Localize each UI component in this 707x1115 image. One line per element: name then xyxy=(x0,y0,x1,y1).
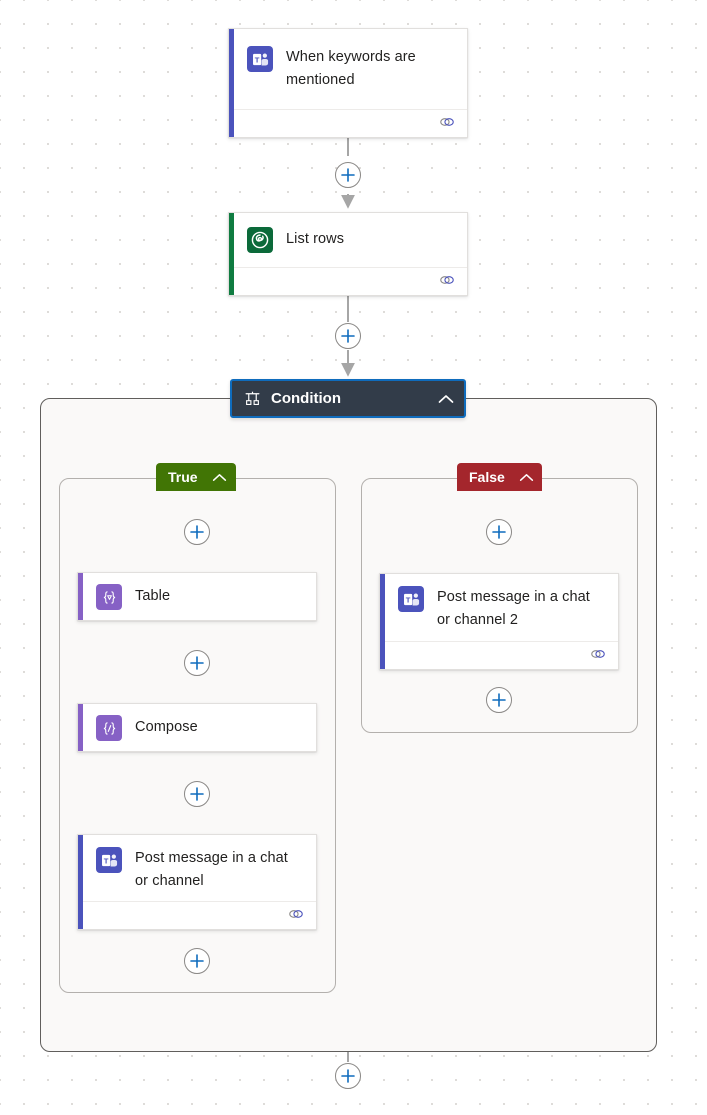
action-card-table[interactable]: Table xyxy=(77,572,317,621)
teams-icon: T xyxy=(247,46,273,72)
true-branch-label: True xyxy=(168,469,198,485)
card-title: Table xyxy=(135,588,171,605)
add-step-after-list-rows[interactable] xyxy=(335,323,361,349)
add-step-true-before-compose[interactable] xyxy=(184,650,210,676)
card-accent-bar xyxy=(78,835,83,929)
card-title: Post message in a chat or channel 2 xyxy=(437,589,590,629)
add-step-false-before-post-message-2[interactable] xyxy=(486,519,512,545)
action-card-post-message-in-a-chat-or-channel-2[interactable]: T Post message in a chat or channel 2 xyxy=(379,573,619,670)
link-icon[interactable] xyxy=(439,273,455,292)
card-footer xyxy=(78,901,316,929)
teams-icon: T xyxy=(96,847,122,873)
condition-node[interactable]: Condition xyxy=(230,379,466,418)
card-header: Compose xyxy=(78,704,316,751)
add-step-false-end[interactable] xyxy=(486,687,512,713)
add-step-true-end[interactable] xyxy=(184,948,210,974)
svg-text:T: T xyxy=(405,595,410,604)
add-step-true-before-table[interactable] xyxy=(184,519,210,545)
action-card-post-message-in-a-chat-or-channel[interactable]: T Post message in a chat or channel xyxy=(77,834,317,930)
card-header: T When keywords are mentioned xyxy=(229,29,467,109)
card-footer xyxy=(380,641,618,669)
true-branch-pill[interactable]: True xyxy=(156,463,236,491)
card-accent-bar xyxy=(229,29,234,137)
add-step-after-condition[interactable] xyxy=(335,1063,361,1089)
card-footer xyxy=(229,267,467,295)
chevron-up-icon[interactable] xyxy=(212,473,227,482)
card-title: Compose xyxy=(135,719,198,736)
card-accent-bar xyxy=(78,704,83,751)
add-step-after-trigger[interactable] xyxy=(335,162,361,188)
card-accent-bar xyxy=(380,574,385,669)
chevron-up-icon[interactable] xyxy=(519,473,534,482)
false-branch-label: False xyxy=(469,469,505,485)
card-header: T Post message in a chat or channel 2 xyxy=(380,574,618,641)
dataverse-icon xyxy=(247,227,273,253)
link-icon[interactable] xyxy=(590,647,606,666)
card-title: When keywords are mentioned xyxy=(286,49,416,89)
card-accent-bar xyxy=(78,573,83,620)
card-footer xyxy=(229,109,467,137)
card-header: List rows xyxy=(229,213,467,267)
card-accent-bar xyxy=(229,213,234,295)
teams-icon: T xyxy=(398,586,424,612)
data-operation-icon xyxy=(96,715,122,741)
chevron-up-icon[interactable] xyxy=(438,394,454,404)
data-operation-icon xyxy=(96,584,122,610)
card-title: Post message in a chat or channel xyxy=(135,850,288,890)
link-icon[interactable] xyxy=(288,907,304,926)
action-card-list-rows[interactable]: List rows xyxy=(228,212,468,296)
condition-title: Condition xyxy=(271,390,341,407)
svg-text:T: T xyxy=(103,856,108,865)
card-header: Table xyxy=(78,573,316,620)
action-card-compose[interactable]: Compose xyxy=(77,703,317,752)
false-branch-pill[interactable]: False xyxy=(457,463,542,491)
condition-icon xyxy=(244,390,261,407)
add-step-true-before-post-message[interactable] xyxy=(184,781,210,807)
card-header: T Post message in a chat or channel xyxy=(78,835,316,901)
card-title: List rows xyxy=(286,231,345,248)
svg-text:T: T xyxy=(254,55,259,64)
trigger-card-when-keywords-are-mentioned[interactable]: T When keywords are mentioned xyxy=(228,28,468,138)
link-icon[interactable] xyxy=(439,115,455,134)
